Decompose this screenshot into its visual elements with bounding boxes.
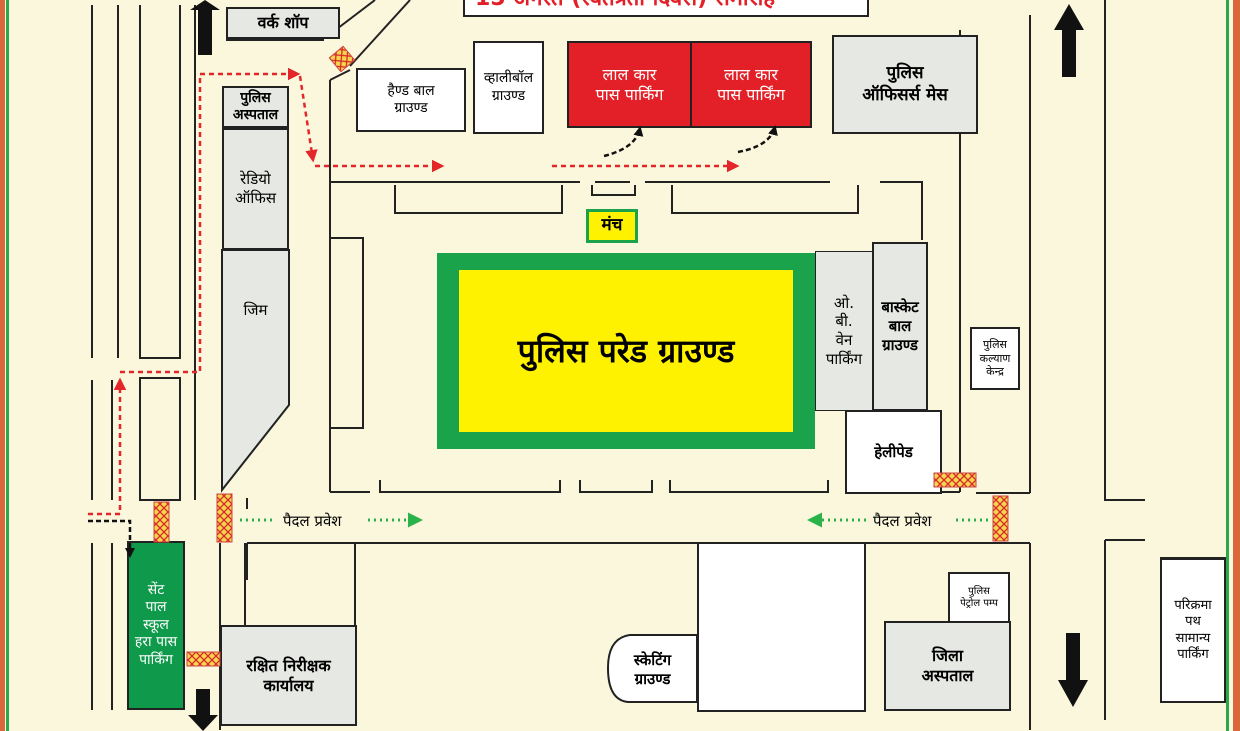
barricades [153, 45, 1009, 667]
police-parade-ground: पुलिस परेड ग्राउण्ड [437, 253, 815, 449]
police-hospital: पुलिस अस्पताल [222, 86, 289, 128]
radio-office: रेडियो ऑफिस [222, 128, 289, 250]
red-pass-parking-2: लाल कार पास पार्किंग [690, 41, 812, 128]
central-building [697, 542, 866, 712]
right-border-green [1226, 0, 1229, 731]
st-paul-school-green-parking: सेंट पाल स्कूल हरा पास पार्किंग [127, 541, 185, 710]
workshop: वर्क शॉप [226, 7, 340, 39]
ob-van-parking: ओ. बी. वेन पार्किंग [815, 251, 873, 411]
police-petrol-pump: पुलिस पेट्रोल पम्प [948, 572, 1010, 624]
parking-entry-arrows [88, 125, 778, 558]
title-banner: 15 अगस्त (स्वतंत्रता दिवस) समारोह [463, 0, 869, 17]
basketball-ground: बास्केट बाल ग्राउण्ड [872, 242, 928, 411]
red-vehicle-route [88, 67, 740, 516]
pedestrian-entry-left: पैदल प्रवेश [283, 512, 342, 530]
left-border-orange [0, 0, 5, 731]
district-hospital: जिला अस्पताल [884, 621, 1011, 711]
handball-ground: हैण्ड बाल ग्राउण्ड [356, 68, 466, 132]
left-border-green [6, 0, 9, 731]
parade-ground-inner: पुलिस परेड ग्राउण्ड [459, 270, 793, 432]
police-welfare-centre: पुलिस कल्याण केन्द्र [970, 327, 1020, 390]
parikrama-path-general-parking: परिक्रमा पथ सामान्य पार्किंग [1160, 558, 1226, 703]
gym: जिम [243, 300, 268, 319]
workshop-strip [226, 39, 324, 41]
police-officers-mess: पुलिस ऑफिसर्स मेस [832, 35, 978, 134]
red-pass-parking-1: लाल कार पास पार्किंग [567, 41, 692, 128]
skating-ground: स्केटिंग ग्राउण्ड [633, 651, 672, 688]
right-border-orange [1233, 0, 1240, 731]
stage: मंच [586, 209, 638, 243]
helipad: हेलीपेड [845, 410, 942, 494]
reserve-inspector-office: रक्षित निरीक्षक कार्यालय [220, 625, 357, 726]
pedestrian-entry-right: पैदल प्रवेश [873, 512, 932, 530]
volleyball-ground: व्हालीबॉल ग्राउण्ड [473, 41, 544, 134]
direction-arrows [188, 0, 1088, 731]
title-text: 15 अगस्त (स्वतंत्रता दिवस) समारोह [475, 0, 775, 12]
